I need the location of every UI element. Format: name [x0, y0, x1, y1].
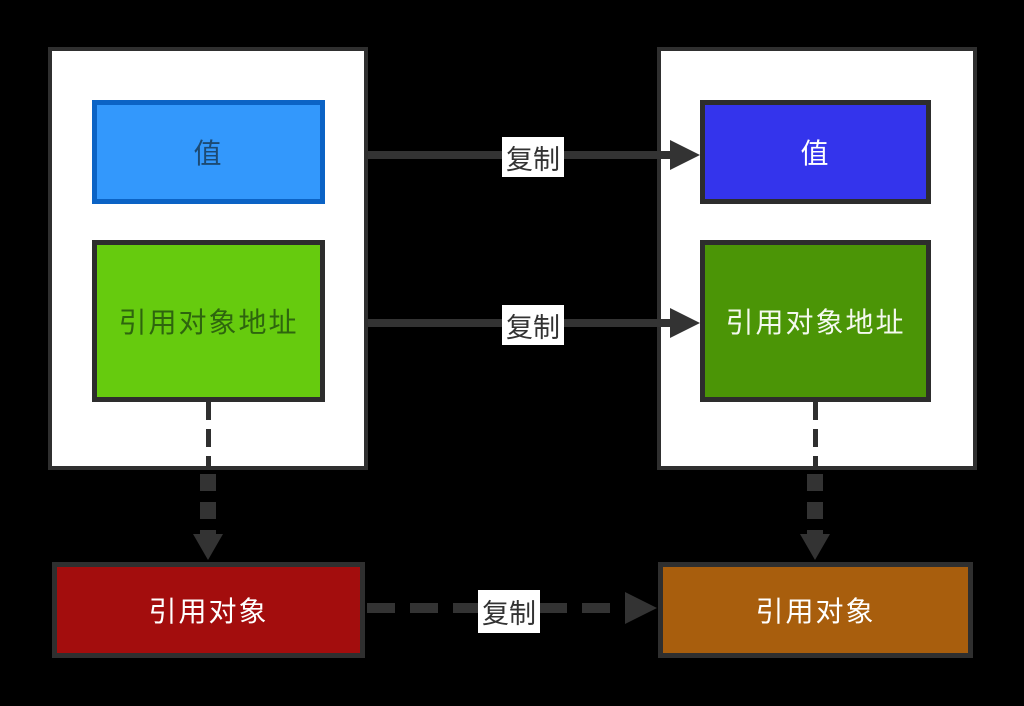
source-address-label: 引用对象地址 — [118, 307, 299, 338]
source-ref-object-label: 引用对象 — [148, 596, 269, 627]
target-pointer-dash-inside — [813, 402, 818, 466]
ref-object-copy-arrowhead-icon — [625, 592, 657, 624]
ref-object-copy-label: 复制 — [478, 590, 540, 633]
target-value-label: 值 — [800, 138, 831, 169]
target-address-label: 引用对象地址 — [725, 307, 906, 338]
source-pointer-dash-inside — [206, 402, 211, 466]
source-pointer-arrowhead-icon — [193, 534, 223, 560]
source-value-label: 值 — [193, 138, 224, 169]
address-copy-arrowhead-icon — [670, 308, 700, 338]
target-address-box: 引用对象地址 — [700, 240, 931, 402]
value-copy-label: 复制 — [502, 137, 564, 177]
target-ref-object-box: 引用对象 — [658, 562, 973, 658]
address-copy-label: 复制 — [502, 305, 564, 345]
source-ref-object-box: 引用对象 — [52, 562, 365, 658]
source-pointer-dash-outside — [200, 474, 216, 536]
target-value-box: 值 — [700, 100, 931, 204]
source-value-box: 值 — [92, 100, 325, 204]
source-address-box: 引用对象地址 — [92, 240, 325, 402]
value-copy-arrowhead-icon — [670, 140, 700, 170]
target-pointer-dash-outside — [807, 474, 823, 536]
target-pointer-arrowhead-icon — [800, 534, 830, 560]
target-ref-object-label: 引用对象 — [755, 596, 876, 627]
